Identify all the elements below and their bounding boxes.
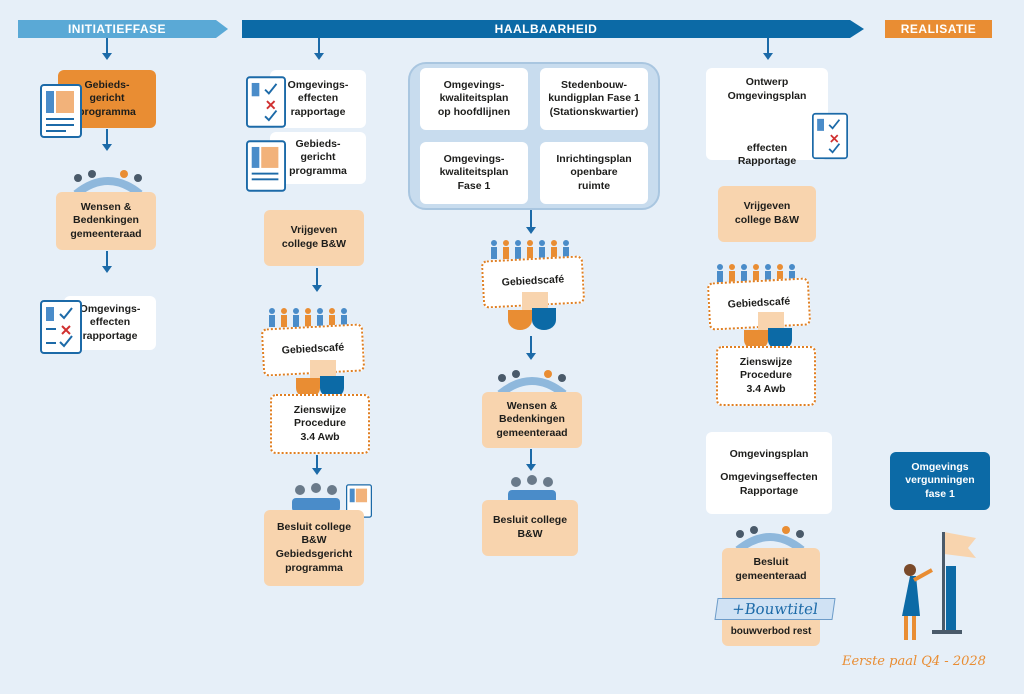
col3-besluit-label: Besluit college B&W (492, 514, 568, 540)
col3-plan1-box: Omgevings- kwaliteitsplan op hoofdlijnen (420, 68, 528, 130)
checklist-document-icon-2 (246, 76, 286, 128)
phase-arrow-haalbaarheid-icon (850, 20, 864, 38)
col5-vergunningen-box: Omgevings vergunningen fase 1 (890, 452, 990, 510)
col1-omgevingseffecten-box: Omgevings- effecten rapportage (64, 296, 156, 350)
phase-label-realisatie: REALISATIE (900, 22, 977, 36)
phase-label-initiatie: INITIATIEFFASE (67, 22, 167, 36)
col2-besluit-box: Besluit college B&W Gebiedsgericht progr… (264, 510, 364, 586)
phase-bar-realisatie: REALISATIE (885, 20, 992, 38)
arrow-col2-1 (312, 268, 322, 292)
arrow-phase-col1 (102, 38, 112, 60)
col3-plan3-box: Omgevings- kwaliteitsplan Fase 1 (420, 142, 528, 204)
people-crowd-icon-3 (717, 264, 795, 283)
col4-effecten-label: effecten Rapportage (737, 141, 797, 168)
col3-plan4-box: Inrichtingsplan openbare ruimte (540, 142, 648, 204)
arrow-col3-3 (526, 449, 536, 471)
document-icon-2 (246, 140, 286, 192)
woman-flag-icon (902, 532, 976, 640)
col3-plan3-label: Omgevings- kwaliteitsplan Fase 1 (439, 152, 509, 192)
coffee-cups-icon-2 (508, 292, 556, 330)
arrow-col1-1 (102, 129, 112, 151)
col4-besluit-label: Besluit gemeenteraad (735, 556, 807, 582)
council-meeting-icon-3 (735, 526, 805, 552)
col4-effecten-text: effecten Rapportage (722, 128, 812, 169)
phase-arrow-initiatie-icon (216, 20, 228, 38)
col5-vergunningen-label: Omgevings vergunningen fase 1 (905, 460, 975, 500)
col4-omgevingseffecten-label: Omgevingseffecten Rapportage (720, 471, 818, 497)
col3-plan4-label: Inrichtingsplan openbare ruimte (556, 152, 632, 192)
col1-wensen-label: Wensen & Bedenkingen gemeenteraad (70, 200, 142, 240)
col2-zienswijze-box: Zienswijze Procedure 3.4 Awb (270, 394, 370, 454)
col4-omgevingsplan-label: Omgevingsplan (729, 447, 809, 460)
phase-bar-haalbaarheid: HAALBAARHEID (242, 20, 850, 38)
col3-plan2-label: Stedenbouw- kundigplan Fase 1 (Stationsk… (548, 78, 640, 118)
col2-omgevingseffecten-box: Omgevings- effecten rapportage (270, 70, 366, 128)
col4-vrijgeven-label: Vrijgeven college B&W (734, 200, 800, 226)
col2-zienswijze-label: Zienswijze Procedure 3.4 Awb (293, 403, 347, 443)
arrow-col3-1 (526, 210, 536, 234)
col4-zienswijze-label: Zienswijze Procedure 3.4 Awb (739, 355, 793, 395)
col3-besluit-box: Besluit college B&W (482, 500, 578, 556)
arrow-col1-2 (102, 251, 112, 273)
document-icon (40, 84, 82, 138)
col2-gebiedscafe-label: Gebiedscafé (281, 341, 345, 357)
checklist-document-icon (40, 300, 82, 354)
council-meeting-icon-2 (497, 370, 567, 396)
col2-gebiedsgericht-box: Gebieds- gericht programma (270, 132, 366, 184)
arrow-col3-2 (526, 336, 536, 360)
arrow-phase-col2 (314, 38, 324, 60)
col2-vrijgeven-label: Vrijgeven college B&W (281, 224, 347, 250)
arrow-phase-col4 (763, 38, 773, 60)
col4-gebiedscafe-label: Gebiedscafé (727, 295, 791, 311)
phase-bar-initiatie: INITIATIEFFASE (18, 20, 216, 38)
col2-vrijgeven-box: Vrijgeven college B&W (264, 210, 364, 266)
checklist-document-icon-3 (812, 112, 848, 160)
eerste-paal-text: Eerste paal Q4 - 2028 (842, 654, 986, 669)
col4-omgevingsplan-box: Omgevingsplan Omgevingseffecten Rapporta… (706, 432, 832, 514)
col2-gebiedsgericht-label: Gebieds- gericht programma (289, 137, 347, 177)
col3-gebiedscafe-label: Gebiedscafé (501, 273, 565, 289)
college-meeting-icon (292, 483, 340, 512)
col3-plan2-box: Stedenbouw- kundigplan Fase 1 (Stationsk… (540, 68, 648, 130)
coffee-cups-icon (296, 360, 344, 398)
people-crowd-icon-2 (491, 240, 569, 259)
col2-besluit-label: Besluit college B&W Gebiedsgericht progr… (275, 520, 353, 574)
col4-bouwverbod-label: bouwverbod rest (730, 626, 812, 637)
col1-omgevingseffecten-label: Omgevings- effecten rapportage (79, 302, 141, 342)
coffee-cups-icon-3 (744, 312, 792, 350)
col4-ontwerp-box: Ontwerp Omgevingsplan (706, 68, 828, 160)
council-meeting-icon (73, 170, 143, 196)
document-icon-3 (346, 484, 372, 518)
arrow-col2-2 (312, 455, 322, 475)
col4-besluit-box: Besluit gemeenteraad (722, 548, 820, 646)
col1-wensen-box: Wensen & Bedenkingen gemeenteraad (56, 192, 156, 250)
phase-label-haalbaarheid: HAALBAARHEID (494, 22, 598, 36)
bouwtitel-label: +Bouwtitel (730, 600, 820, 618)
col3-wensen-label: Wensen & Bedenkingen gemeenteraad (496, 399, 568, 439)
col3-wensen-box: Wensen & Bedenkingen gemeenteraad (482, 392, 582, 448)
col4-vrijgeven-box: Vrijgeven college B&W (718, 186, 816, 242)
col3-plan1-label: Omgevings- kwaliteitsplan op hoofdlijnen (437, 78, 511, 118)
col4-zienswijze-box: Zienswijze Procedure 3.4 Awb (716, 346, 816, 406)
col4-ontwerp-label: Ontwerp Omgevingsplan (727, 76, 807, 102)
people-crowd-icon (269, 308, 347, 327)
bouwtitel-tag: +Bouwtitel (714, 598, 836, 620)
col2-omgevingseffecten-label: Omgevings- effecten rapportage (287, 78, 349, 118)
eerste-paal-label: Eerste paal Q4 - 2028 (842, 654, 986, 669)
col4-bouwverbod-text: bouwverbod rest (722, 626, 820, 637)
col1-gebiedsgericht-label: Gebieds- gericht programma (78, 78, 136, 118)
